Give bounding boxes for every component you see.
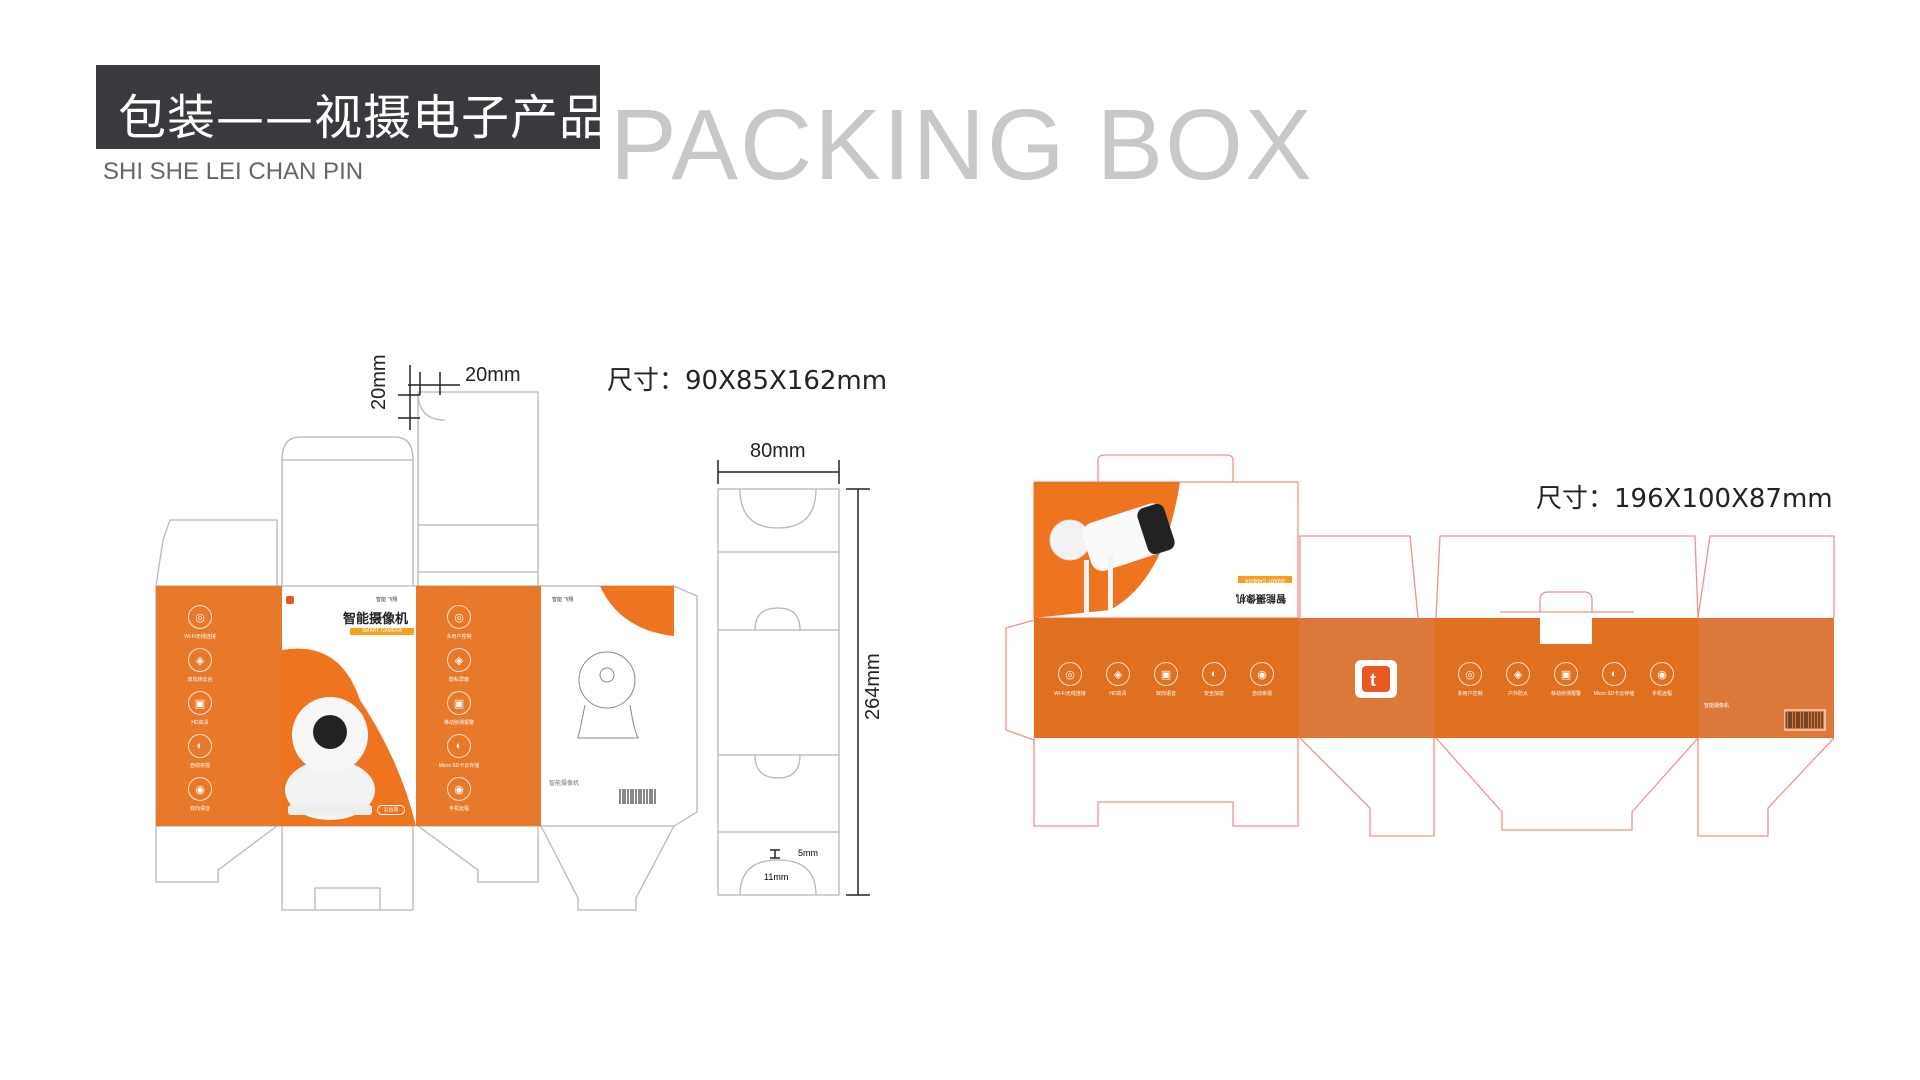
feature-icon: ▣ (1554, 662, 1578, 686)
flap-height-label: 20mm (368, 354, 390, 410)
background-title: PACKING BOX (610, 89, 1314, 201)
title-banner (96, 65, 600, 149)
back-swoosh (600, 586, 674, 636)
feature-item: ▣ 移动侦测报警 (1542, 662, 1590, 697)
feature-label: HD高清 (1109, 691, 1127, 697)
dimension-lines (398, 365, 870, 896)
feature-item: ◐ 自动夜视 (170, 734, 230, 769)
feature-item: ◎ 多用户控制 (1446, 662, 1494, 697)
feature-item: ◉ 自动夜视 (1238, 662, 1286, 697)
feature-label: 手机远程 (448, 806, 469, 812)
box2-top-title: 智能摄像机 (1236, 592, 1286, 603)
dome-camera-illustration (285, 697, 375, 820)
insert-height-label: 264mm (862, 653, 884, 720)
feature-label: 安全加密 (1203, 691, 1224, 697)
front-subtitle: SMART CAMERA (350, 628, 414, 635)
back-product-name: 智能摄像机 (549, 781, 580, 787)
feature-label: 隐私屏蔽 (448, 677, 469, 683)
feature-label: Micro SD卡云存储 (438, 763, 480, 769)
band-feature-list-2: ◎ 多用户控制 ◈ 户外防水 ▣ 移动侦测报警 ◐ Micro SD卡云存储 ◉ 手机远程 (1446, 662, 1686, 697)
feature-icon: ◈ (447, 648, 471, 672)
feature-icon: ◉ (1650, 662, 1674, 686)
feature-label: 移动侦测报警 (443, 720, 474, 726)
feature-label: 自动夜视 (189, 763, 210, 769)
feature-item: ◈ 户外防水 (1494, 662, 1542, 697)
box1-side-left (156, 586, 282, 826)
front-badge: 云台版 (377, 805, 405, 815)
feature-label: Wi-Fi无线连接 (184, 634, 216, 640)
feature-item: ◈ 双向转云台 (170, 648, 230, 683)
front-brand: 智能 飞翔 (376, 597, 398, 603)
back-brand: 智能 飞翔 (552, 597, 574, 603)
feature-icon: ◎ (1458, 662, 1482, 686)
feature-label: 双向语音 (1155, 691, 1176, 697)
front-title: 智能摄像机 (343, 611, 409, 626)
feature-item: ◎ Wi-Fi无线连接 (170, 605, 230, 640)
box2-back-product-name: 智能摄像机 (1704, 703, 1730, 709)
box2-size-label: 尺寸：196X100X87mm (1536, 484, 1833, 514)
feature-label: 多用户控制 (1457, 691, 1483, 697)
feature-item: ◎ 多用户控制 (429, 605, 489, 640)
feature-item: ◎ Wi-Fi无线连接 (1046, 662, 1094, 697)
feature-item: ◉ 手机远程 (1638, 662, 1686, 697)
box1-side-right (416, 586, 541, 826)
page-subtitle: SHI SHE LEI CHAN PIN (103, 158, 364, 185)
box1-size-label: 尺寸：90X85X162mm (607, 366, 888, 396)
feature-icon: ◈ (1106, 662, 1130, 686)
handle-cutout (1540, 618, 1592, 644)
feature-item: ◉ 手机远程 (429, 777, 489, 812)
feature-icon: ◉ (1250, 662, 1274, 686)
bullet-camera-illustration (1049, 503, 1175, 615)
feature-label: Micro SD卡云存储 (1593, 691, 1635, 697)
insert-width-label: 80mm (750, 440, 806, 462)
feature-label: 手机远程 (1651, 691, 1672, 697)
feature-icon: ◉ (188, 777, 212, 801)
page-title: 包装——视摄电子产品 (118, 90, 609, 146)
insert-dim-5mm: 5mm (798, 848, 818, 858)
feature-icon: ▣ (1154, 662, 1178, 686)
feature-label: 双向语音 (189, 806, 210, 812)
feature-icon: ◉ (447, 777, 471, 801)
feature-label: HD高清 (191, 720, 209, 726)
svg-text:t: t (1370, 670, 1376, 690)
insert-dim-11mm: 11mm (764, 872, 789, 882)
feature-icon: ▣ (188, 691, 212, 715)
feature-icon: ◐ (1202, 662, 1226, 686)
feature-icon: ◐ (188, 734, 212, 758)
feature-label: 移动侦测报警 (1550, 691, 1581, 697)
feature-icon: ◈ (188, 648, 212, 672)
feature-label: Wi-Fi无线连接 (1054, 691, 1086, 697)
feature-icon: ◎ (447, 605, 471, 629)
feature-item: ◐ Micro SD卡云存储 (1590, 662, 1638, 697)
back-barcode (619, 789, 656, 804)
feature-item: ▣ 双向语音 (1142, 662, 1190, 697)
band-panel-4 (1698, 618, 1834, 738)
feature-item: ◐ 安全加密 (1190, 662, 1238, 697)
feature-label: 自动夜视 (1251, 691, 1272, 697)
feature-item: ◐ Micro SD卡云存储 (429, 734, 489, 769)
feature-item: ◈ HD高清 (1094, 662, 1142, 697)
feature-label: 多用户控制 (446, 634, 472, 640)
feature-icon: ◐ (447, 734, 471, 758)
box2-barcode (1785, 712, 1823, 728)
feature-item: ◉ 双向语音 (170, 777, 230, 812)
feature-item: ▣ 移动侦测报警 (429, 691, 489, 726)
feature-icon: ◎ (188, 605, 212, 629)
feature-icon: ◎ (1058, 662, 1082, 686)
band-feature-list-1: ◎ Wi-Fi无线连接 ◈ HD高清 ▣ 双向语音 ◐ 安全加密 ◉ 自动夜视 (1046, 662, 1286, 697)
feature-label: 户外防水 (1507, 691, 1528, 697)
feature-icon: ▣ (447, 691, 471, 715)
feature-label: 双向转云台 (187, 677, 213, 683)
tuya-logo-icon (286, 596, 294, 604)
feature-icon: ◈ (1506, 662, 1530, 686)
dome-camera-outline (577, 651, 639, 739)
feature-item: ▣ HD高清 (170, 691, 230, 726)
flap-width-label: 20mm (465, 364, 521, 386)
feature-item: ◈ 隐私屏蔽 (429, 648, 489, 683)
feature-icon: ◐ (1602, 662, 1626, 686)
box2-top-subtitle: SMART CAMERA (1238, 576, 1292, 583)
